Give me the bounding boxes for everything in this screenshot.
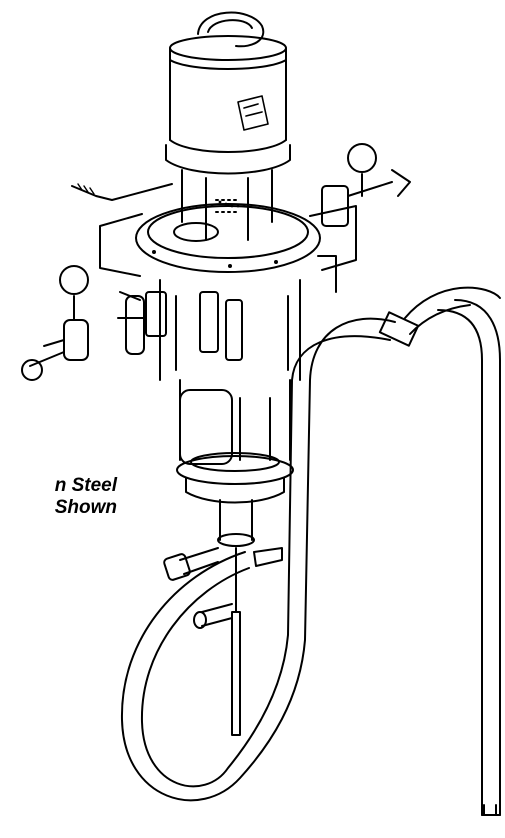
pump-body [21,143,411,381]
air-motor [165,11,291,175]
fluid-hose [120,286,501,816]
pressure-gauge-icon [347,143,377,173]
pressure-gauge-icon [59,265,89,295]
fluid-section [163,379,294,736]
detail-dots [152,200,278,268]
ball-valve-icon [253,547,283,567]
graco-logo [237,95,269,131]
caption-line-2: Shown [54,497,117,518]
caption-line-1: n Steel [54,475,117,496]
